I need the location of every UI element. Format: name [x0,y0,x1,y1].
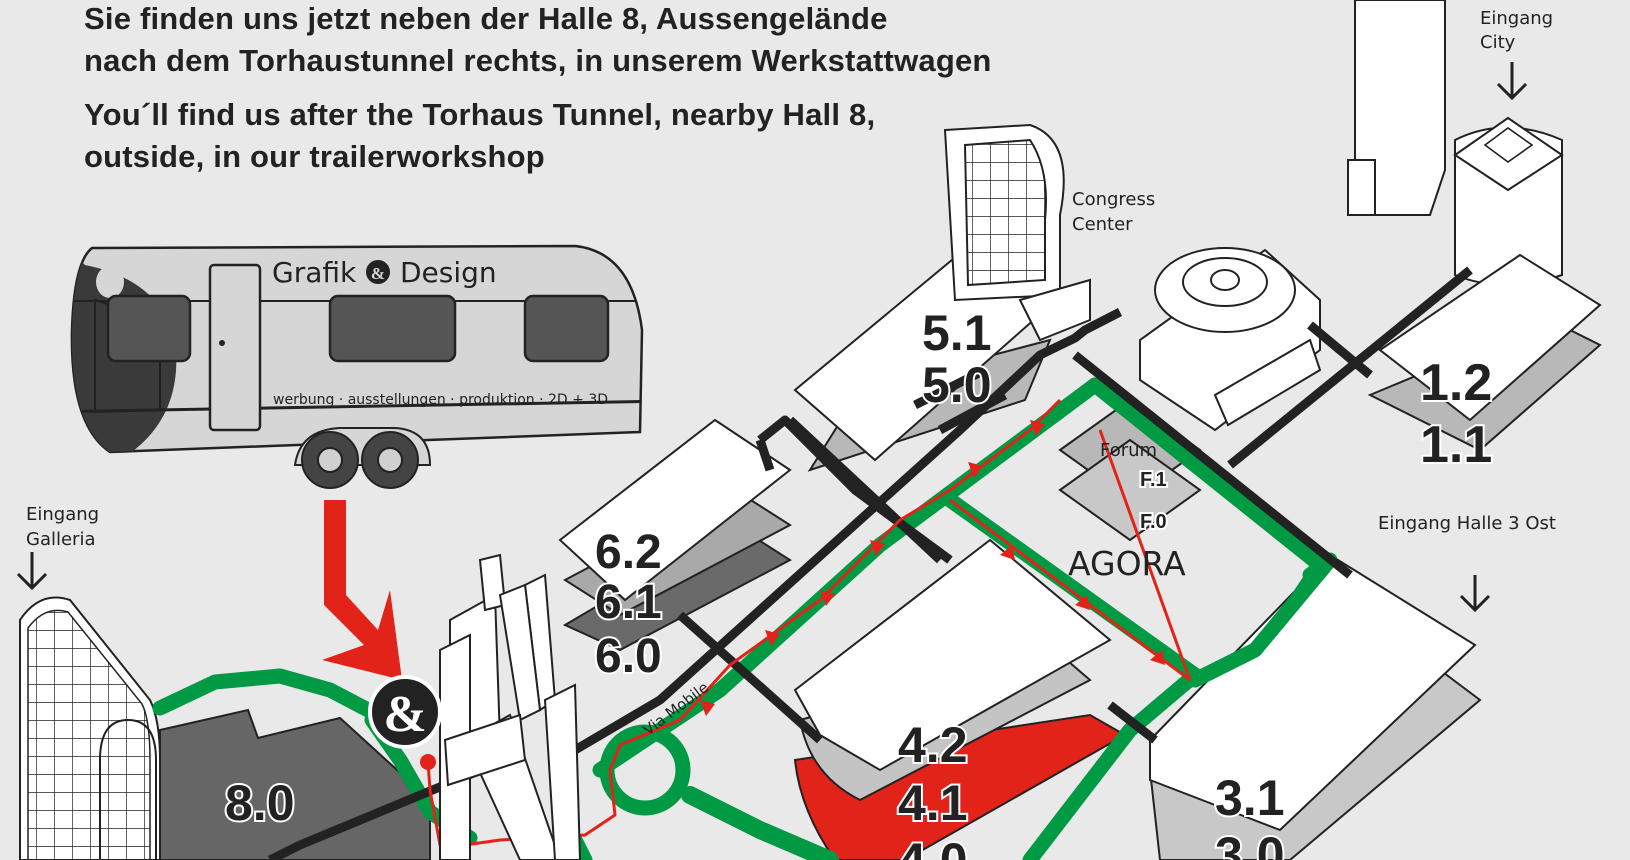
svg-text:City: City [1480,32,1516,53]
hall-1-building[interactable] [1367,253,1602,452]
galleria-entrance-label: Eingang Galleria [26,504,99,550]
hall-1-1-label: 1.1 [1420,416,1492,474]
german-directions: Sie finden uns jetzt neben der Halle 8, … [84,0,992,82]
city-towers [1347,0,1564,286]
forum-f0-label: F.0 [1140,511,1167,533]
hall-3-0-label: 3.0 [1215,827,1285,860]
english-directions: You´ll find us after the Torhaus Tunnel,… [84,94,875,178]
svg-text:&: & [371,264,385,283]
trailer-tagline: werbung · ausstellungen · produktion · 2… [273,392,608,408]
hall-6-0-label: 6.0 [595,630,662,683]
workshop-location-marker[interactable] [420,754,436,770]
halle3-ost-entrance-label: Eingang Halle 3 Ost [1378,513,1556,534]
city-down-arrow-icon [1496,62,1528,101]
hall-1-2-label: 1.2 [1420,354,1492,412]
festhalle-building[interactable] [1139,247,1322,432]
trailer-wheel-front [301,431,359,489]
hall-3-1-label: 3.1 [1215,770,1285,826]
svg-text:Congress: Congress [1072,189,1155,210]
halle3-down-arrow-icon [1459,575,1491,613]
forum-label: Forum [1100,440,1157,461]
torhaus-tower[interactable] [439,553,582,860]
galleria-building[interactable] [19,596,161,860]
svg-text:Center: Center [1072,214,1133,235]
hall-6-1-label: 6.1 [595,576,662,629]
hall-5-1-label: 5.1 [922,305,992,361]
ampersand-logo-icon[interactable]: & [368,675,442,749]
galleria-down-arrow-icon [16,552,48,591]
trailer-brand-right: Design [400,256,497,289]
hall-4-0-label: 4.0 [898,833,968,860]
english-directions-line1: You´ll find us after the Torhaus Tunnel,… [84,97,876,132]
svg-text:Galleria: Galleria [26,529,96,550]
roads [267,266,1473,860]
svg-text:Eingang: Eingang [1480,8,1553,29]
hall-4-2-label: 4.2 [898,717,968,773]
hall-3-building[interactable] [1148,553,1482,860]
hall-4-1-label: 4.1 [898,775,968,831]
hall-6-2-label: 6.2 [595,526,662,579]
hall-4-building[interactable] [793,538,1128,860]
english-directions-line2: outside, in our trailerworkshop [84,139,545,174]
hall-8-0-label: 8.0 [225,775,295,831]
workshop-trailer[interactable]: Grafik & Design werbung · ausstellungen … [70,244,644,489]
hall-5-0-label: 5.0 [922,357,992,413]
forum-f1-label: F.1 [1140,469,1167,491]
pointer-arrow-icon [322,500,402,680]
agora-label: AGORA [1068,544,1186,583]
trailer-wheel-rear [361,431,419,489]
congress-center-label: Congress Center [1072,189,1155,235]
forum-building[interactable] [1058,398,1202,542]
city-entrance-label: Eingang City [1480,8,1553,53]
german-directions-line1: Sie finden uns jetzt neben der Halle 8, … [84,1,888,36]
svg-text:&: & [383,686,426,743]
hall-6-building[interactable] [558,418,792,652]
congress-center-tower[interactable] [943,123,1091,342]
german-directions-line2: nach dem Torhaustunnel rechts, in unsere… [84,43,992,78]
trailer-brand-left: Grafik [272,256,357,289]
trailer-ampersand-icon: & [366,260,390,284]
svg-text:Eingang: Eingang [26,504,99,525]
